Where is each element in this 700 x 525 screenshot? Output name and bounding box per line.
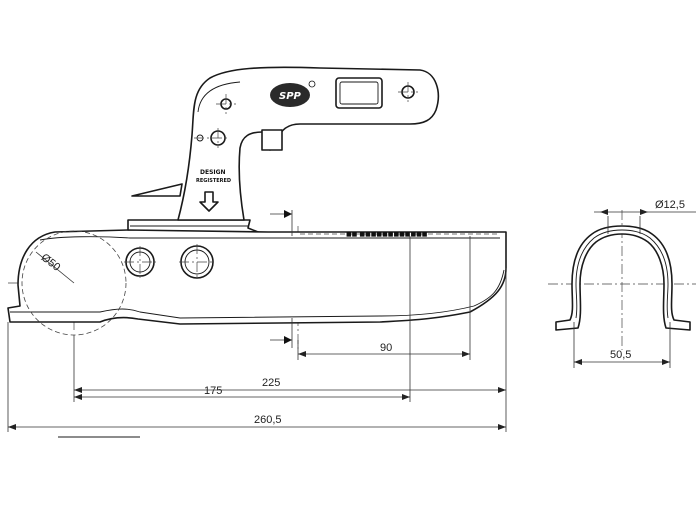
- dimension-50-5: 50,5: [573, 322, 671, 368]
- handle-grip-slot: [335, 77, 383, 109]
- dimension-90: 90: [298, 342, 470, 357]
- brand-logo-text: SPP: [279, 91, 302, 102]
- u-profile-inner: [575, 229, 669, 319]
- safety-indicator-block: [261, 129, 283, 151]
- body-lower-flange: [10, 269, 505, 319]
- handle-grip-slot-inner: [339, 81, 379, 105]
- section-arrow-bottom: [270, 318, 293, 348]
- body-inner-top: [39, 236, 500, 241]
- dimension-175-label: 175: [204, 385, 222, 397]
- dimension-175: 175: [74, 385, 410, 400]
- design-sublabel: REGISTERED: [196, 178, 231, 184]
- dimension-260-5-label: 260,5: [254, 414, 282, 426]
- body-marking: ■■ ■■■■■■■■■■■■: [346, 231, 428, 238]
- ball-diameter-leader: [35, 251, 75, 284]
- brand-logo: SPP: [270, 80, 316, 107]
- handle-direction-arrow: [199, 191, 219, 212]
- coupling-body: [7, 229, 507, 325]
- dimension-bolt-diameter: Ø12,5: [594, 199, 696, 215]
- handle-inner-edge: [197, 81, 241, 113]
- section-view: Ø12,5 50,5: [548, 199, 696, 368]
- width-section-label: 50,5: [610, 349, 631, 361]
- wear-indicator: [131, 183, 183, 197]
- dimension-lines: 90 175 225 260,5: [7, 236, 507, 438]
- design-label: DESIGN: [200, 169, 226, 176]
- dimension-225-label: 225: [262, 377, 280, 389]
- bolt-hole-left: [124, 246, 156, 278]
- dimension-260-5: 260,5: [8, 414, 506, 430]
- side-view: ■■ ■■■■■■■■■■■■ Ø50: [7, 66, 507, 350]
- handle-pivot-hole: [216, 94, 236, 114]
- dimension-225: 225: [74, 377, 506, 393]
- bolt-hole-right: [179, 244, 215, 280]
- handle-end-hole: [398, 82, 418, 102]
- section-arrow-top: [270, 210, 293, 236]
- handle-lower-hole: [194, 128, 228, 148]
- dimension-90-label: 90: [380, 342, 392, 354]
- u-profile-outer: [555, 225, 691, 331]
- bolt-diameter-label: Ø12,5: [655, 199, 685, 211]
